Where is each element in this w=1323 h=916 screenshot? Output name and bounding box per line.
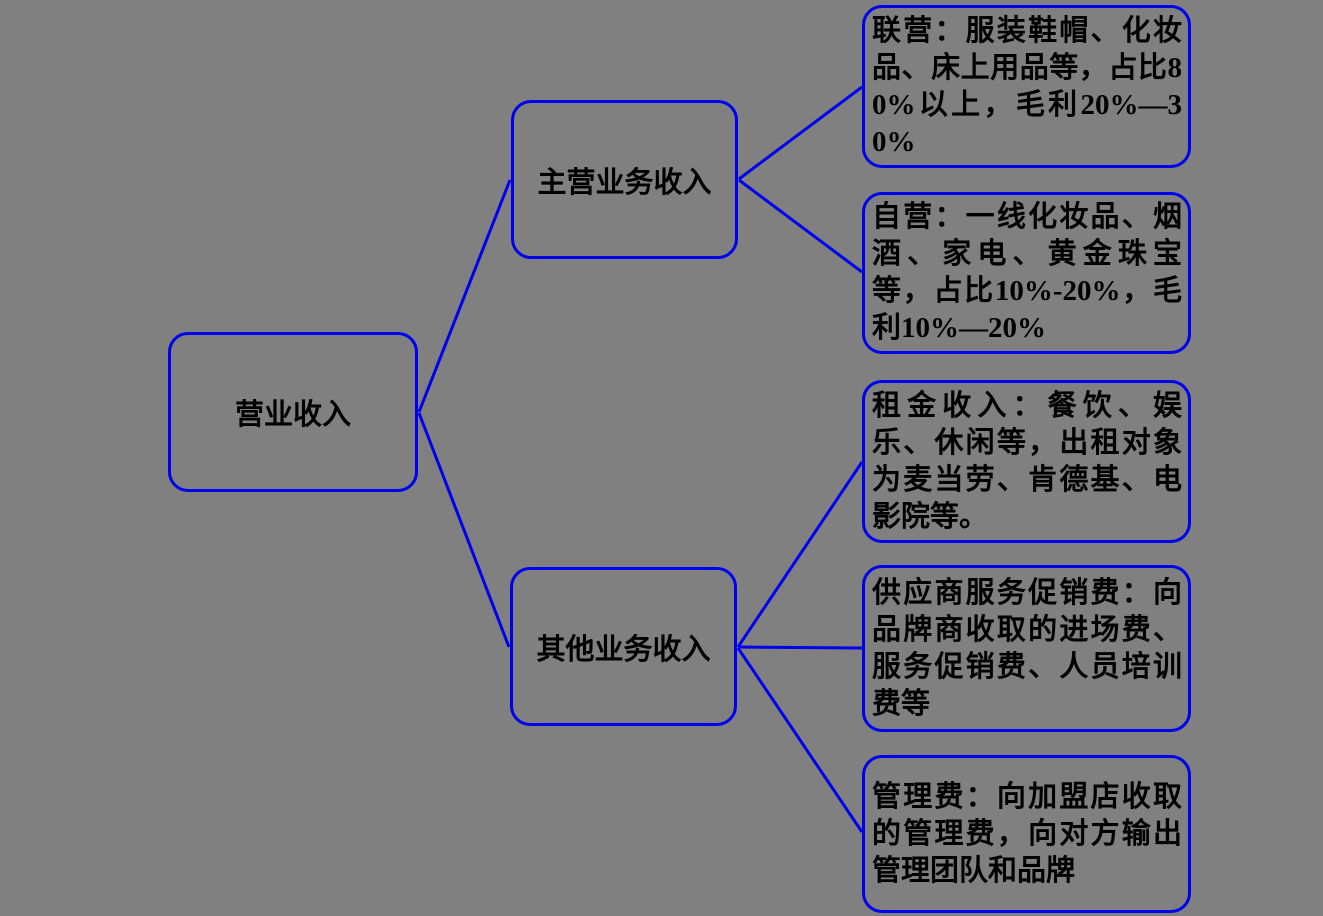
connector-other-to-leaf3 <box>737 645 863 650</box>
node-joint-operation: 联营：服装鞋帽、化妆品、床上用品等，占比80%以上，毛利20%—30% <box>862 5 1191 168</box>
node-supplier-service-fee-text: 供应商服务促销费：向品牌商收取的进场费、服务促销费、人员培训费等 <box>872 576 1182 720</box>
node-joint-operation-text: 联营：服装鞋帽、化妆品、床上用品等，占比80%以上，毛利20%—30% <box>872 14 1182 158</box>
connector-main-to-leaf1 <box>738 178 863 274</box>
node-main-business-revenue: 主营业务收入 <box>511 100 738 259</box>
node-self-operation: 自营：一线化妆品、烟酒、家电、黄金珠宝等，占比10%-20%，毛利10%—20% <box>862 192 1191 354</box>
connector-main-to-leaf0 <box>738 85 863 181</box>
node-supplier-service-fee: 供应商服务促销费：向品牌商收取的进场费、服务促销费、人员培训费等 <box>862 565 1191 732</box>
node-rental-income-text: 租金收入：餐饮、娱乐、休闲等，出租对象为麦当劳、肯德基、电影院等。 <box>872 389 1182 533</box>
node-rental-income: 租金收入：餐饮、娱乐、休闲等，出租对象为麦当劳、肯德基、电影院等。 <box>862 380 1191 543</box>
node-management-fee-text: 管理费：向加盟店收取的管理费，向对方输出管理团队和品牌 <box>872 780 1182 887</box>
node-other-business-revenue: 其他业务收入 <box>510 567 737 726</box>
node-self-operation-text: 自营：一线化妆品、烟酒、家电、黄金珠宝等，占比10%-20%，毛利10%—20% <box>872 201 1182 344</box>
node-management-fee: 管理费：向加盟店收取的管理费，向对方输出管理团队和品牌 <box>862 755 1191 913</box>
node-other-business-revenue-label: 其他业务收入 <box>536 633 711 666</box>
connector-other-to-leaf2 <box>736 461 864 648</box>
node-operating-revenue-label: 营业收入 <box>234 399 351 431</box>
node-main-business-revenue-label: 主营业务收入 <box>537 166 712 199</box>
connector-other-to-leaf4 <box>736 647 864 833</box>
node-operating-revenue: 营业收入 <box>168 332 418 492</box>
connector-root-to-main <box>417 179 512 413</box>
connector-root-to-other <box>417 412 511 648</box>
